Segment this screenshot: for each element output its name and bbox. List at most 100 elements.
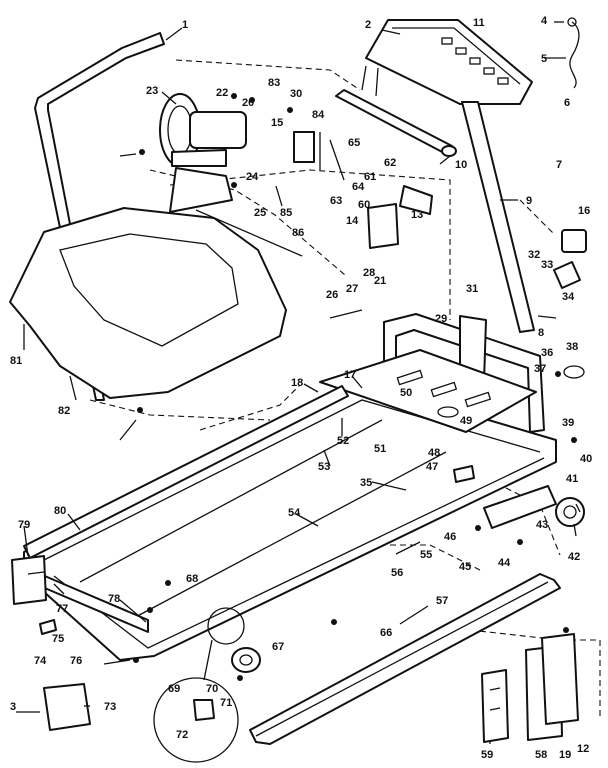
console-housing xyxy=(361,19,533,105)
label-58: 58 xyxy=(535,749,547,761)
label-4: 4 xyxy=(541,15,548,27)
label-86: 86 xyxy=(292,227,304,239)
label-44: 44 xyxy=(498,557,511,569)
detail-circle-callout xyxy=(153,607,245,763)
label-26: 26 xyxy=(326,289,338,301)
label-10: 10 xyxy=(455,159,467,171)
label-77: 77 xyxy=(56,603,68,615)
label-63: 63 xyxy=(330,195,342,207)
label-39: 39 xyxy=(562,417,574,429)
label-83: 83 xyxy=(268,77,280,89)
label-9: 9 xyxy=(526,195,532,207)
label-23: 23 xyxy=(146,85,158,97)
label-72: 72 xyxy=(176,729,188,741)
motor-controller-cover xyxy=(481,669,509,743)
label-73: 73 xyxy=(104,701,116,713)
label-27: 27 xyxy=(346,283,358,295)
label-41: 41 xyxy=(566,473,578,485)
label-14: 14 xyxy=(346,215,359,227)
label-18: 18 xyxy=(291,377,303,389)
rear-end-cap xyxy=(11,555,47,605)
label-48: 48 xyxy=(428,447,440,459)
label-50: 50 xyxy=(400,387,412,399)
label-21: 21 xyxy=(374,275,386,287)
label-38: 38 xyxy=(566,341,578,353)
label-34: 34 xyxy=(562,291,575,303)
label-68: 68 xyxy=(186,573,198,585)
console-crossbar xyxy=(335,89,457,157)
label-13: 13 xyxy=(411,209,423,221)
tension-knob-67 xyxy=(231,647,261,673)
label-75: 75 xyxy=(52,633,64,645)
label-7: 7 xyxy=(556,159,562,171)
label-45: 45 xyxy=(459,561,471,573)
label-69: 69 xyxy=(168,683,180,695)
label-15: 15 xyxy=(271,117,283,129)
label-70: 70 xyxy=(206,683,218,695)
label-53: 53 xyxy=(318,461,330,473)
fasteners-and-screws xyxy=(39,93,585,681)
label-16: 16 xyxy=(578,205,590,217)
label-85: 85 xyxy=(280,207,292,219)
label-36: 36 xyxy=(541,347,553,359)
label-82: 82 xyxy=(58,405,70,417)
label-60: 60 xyxy=(358,199,370,211)
label-24: 24 xyxy=(246,171,259,183)
walking-belt-deck xyxy=(79,419,447,621)
end-cap-73 xyxy=(43,683,91,731)
callout-leader-lines xyxy=(16,21,581,744)
label-6: 6 xyxy=(564,97,570,109)
label-78: 78 xyxy=(108,593,120,605)
motor-mount-bracket xyxy=(169,167,303,257)
label-80: 80 xyxy=(54,505,66,517)
label-76: 76 xyxy=(70,655,82,667)
incline-bracket xyxy=(367,185,433,249)
label-37: 37 xyxy=(534,363,546,375)
label-47: 47 xyxy=(426,461,438,473)
label-56: 56 xyxy=(391,567,403,579)
label-55: 55 xyxy=(420,549,432,561)
label-81: 81 xyxy=(10,355,22,367)
handrail-upright xyxy=(34,32,165,401)
label-12: 12 xyxy=(577,743,589,755)
label-67: 67 xyxy=(272,641,284,653)
label-19: 19 xyxy=(559,749,571,761)
label-30: 30 xyxy=(290,88,302,100)
label-65: 65 xyxy=(348,137,360,149)
drive-motor-flywheel xyxy=(159,93,247,167)
label-79: 79 xyxy=(18,519,30,531)
label-25: 25 xyxy=(254,207,266,219)
label-62: 62 xyxy=(384,157,396,169)
label-1: 1 xyxy=(182,19,188,31)
label-28: 28 xyxy=(363,267,375,279)
label-17: 17 xyxy=(344,369,356,381)
label-61: 61 xyxy=(364,171,376,183)
label-35: 35 xyxy=(360,477,372,489)
label-51: 51 xyxy=(374,443,386,455)
label-84: 84 xyxy=(312,109,325,121)
label-54: 54 xyxy=(288,507,301,519)
label-57: 57 xyxy=(436,595,448,607)
label-43: 43 xyxy=(536,519,548,531)
label-31: 31 xyxy=(466,283,478,295)
switch-assembly xyxy=(553,229,587,289)
front-foot-bracket xyxy=(483,485,557,529)
label-49: 49 xyxy=(460,415,472,427)
side-step-rail xyxy=(249,573,561,745)
part-number-labels: 1 2 3 4 5 6 7 8 9 10 11 12 13 14 15 16 1… xyxy=(10,15,592,761)
label-32: 32 xyxy=(528,249,540,261)
label-22: 22 xyxy=(216,87,228,99)
incline-plate xyxy=(319,349,537,433)
label-59: 59 xyxy=(481,749,493,761)
label-29: 29 xyxy=(435,313,447,325)
label-2: 2 xyxy=(365,19,371,31)
label-20: 20 xyxy=(242,97,254,109)
label-5: 5 xyxy=(541,53,547,65)
controller-board xyxy=(525,633,579,741)
label-33: 33 xyxy=(541,259,553,271)
label-3: 3 xyxy=(10,701,16,713)
label-40: 40 xyxy=(580,453,592,465)
console-upright-post xyxy=(461,101,535,333)
label-74: 74 xyxy=(34,655,47,667)
